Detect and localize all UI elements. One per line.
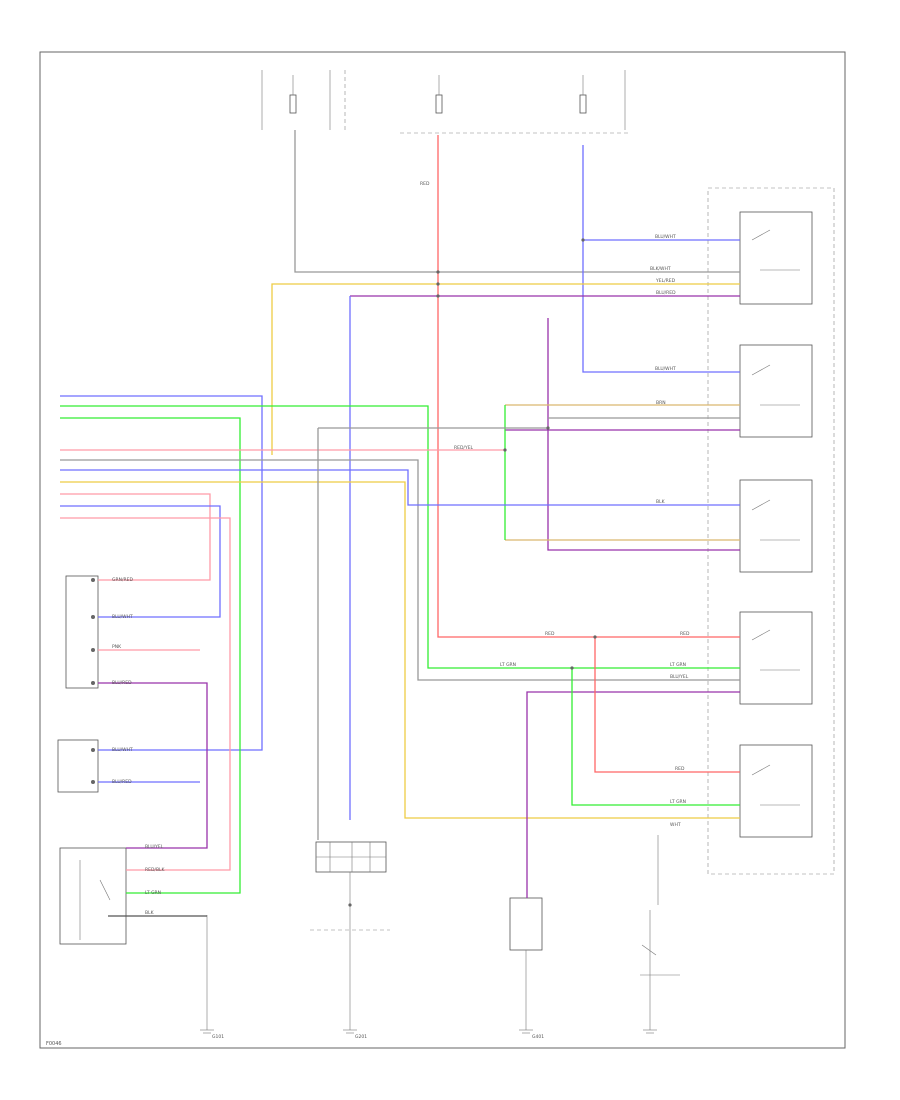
label-blu-wht-2: BLU/WHT xyxy=(655,366,676,372)
relay-1 xyxy=(739,211,813,305)
wire-yellow-left-1 xyxy=(60,481,740,819)
center-connector xyxy=(310,841,390,1030)
wire-grey-left-1 xyxy=(60,459,740,681)
label-lt-grn-1: LT GRN xyxy=(500,662,516,668)
diagram-frame xyxy=(39,51,846,1049)
wire-blue-left-1 xyxy=(60,395,263,751)
wires xyxy=(60,130,740,917)
label-yel-red-1: YEL/RED xyxy=(655,278,676,284)
relay-2 xyxy=(739,344,813,438)
splices xyxy=(91,238,597,907)
wire-blue-left-3 xyxy=(60,505,221,618)
label-blu-wht-sw: BLU/WHT xyxy=(112,614,133,620)
label-blu-wht-1: BLU/WHT xyxy=(655,234,676,240)
label-blu-red-sw2: BLU/RED xyxy=(112,779,132,785)
label-blu-red-sw: BLU/RED xyxy=(112,680,132,686)
wire-red-lower xyxy=(594,637,740,773)
compressor xyxy=(640,835,680,1030)
relay-block-outline xyxy=(707,187,835,875)
relay-3 xyxy=(739,479,813,573)
label-blu-red-1: BLU/RED xyxy=(656,290,676,296)
label-blk-wht-1: BLK/WHT xyxy=(650,266,671,272)
label-blu: BLK xyxy=(656,499,666,505)
diagram-code: F0046 xyxy=(46,1041,62,1047)
label-ground-g201: G201 xyxy=(355,1034,367,1040)
wire-grey-top xyxy=(294,130,740,273)
switch-assembly-1 xyxy=(65,575,99,689)
label-red-lower: RED xyxy=(675,766,685,772)
label-lt-grn-2: LT GRN xyxy=(670,662,686,668)
wire-pink-left-2 xyxy=(60,493,211,581)
wire-blue-left-2 xyxy=(60,469,740,506)
label-red-yel-1: RED/YEL xyxy=(454,445,474,451)
label-blk-ground: BLK xyxy=(145,910,155,916)
wire-yellow-top xyxy=(271,283,740,455)
label-red-blk-cu: RED/BLK xyxy=(145,867,166,873)
relay-condenser-fan xyxy=(739,611,813,705)
power-source-area xyxy=(261,70,630,134)
wire-red-main xyxy=(437,135,740,638)
label-ground-g401: G401 xyxy=(532,1034,544,1040)
wire-purple-sw xyxy=(98,682,208,849)
label-lt-grn-3: LT GRN xyxy=(670,799,686,805)
label-red-right: RED xyxy=(680,631,690,637)
label-wht: WHT xyxy=(670,822,681,828)
wire-green-left-1 xyxy=(60,405,740,669)
label-red-mid: RED xyxy=(545,631,555,637)
relay-compressor xyxy=(739,744,813,838)
label-lt-grn-cu: LT GRN xyxy=(145,890,161,896)
condenser-fan-motor xyxy=(509,897,543,1030)
label-grn-red: GRN/RED xyxy=(112,577,133,583)
switch-assembly-2 xyxy=(57,739,99,793)
control-unit xyxy=(59,847,127,945)
wire-purple-mid xyxy=(547,318,740,551)
wire-purple-condenser xyxy=(526,691,740,898)
wire-label-group: RED BLK/WHT BLU/WHT YEL/RED BLU/RED BLU/… xyxy=(112,181,690,1040)
label-blu-yel-1: BLU/YEL xyxy=(670,674,689,680)
label-blu-wht-sw2: BLU/WHT xyxy=(112,747,133,753)
label-blu-yel-cu: BLU/YEL xyxy=(145,844,164,850)
wire-green-left-2 xyxy=(60,417,241,894)
wire-pink-left-3 xyxy=(60,517,231,871)
label-brn: BRN xyxy=(656,400,666,406)
label-ground-g101: G101 xyxy=(212,1034,224,1040)
wire-blue-right xyxy=(582,145,740,373)
label-pnk: PNK xyxy=(112,644,122,650)
ground-symbols xyxy=(200,1029,657,1034)
wire-green-lower xyxy=(571,668,740,806)
label-red-top: RED xyxy=(420,181,430,187)
